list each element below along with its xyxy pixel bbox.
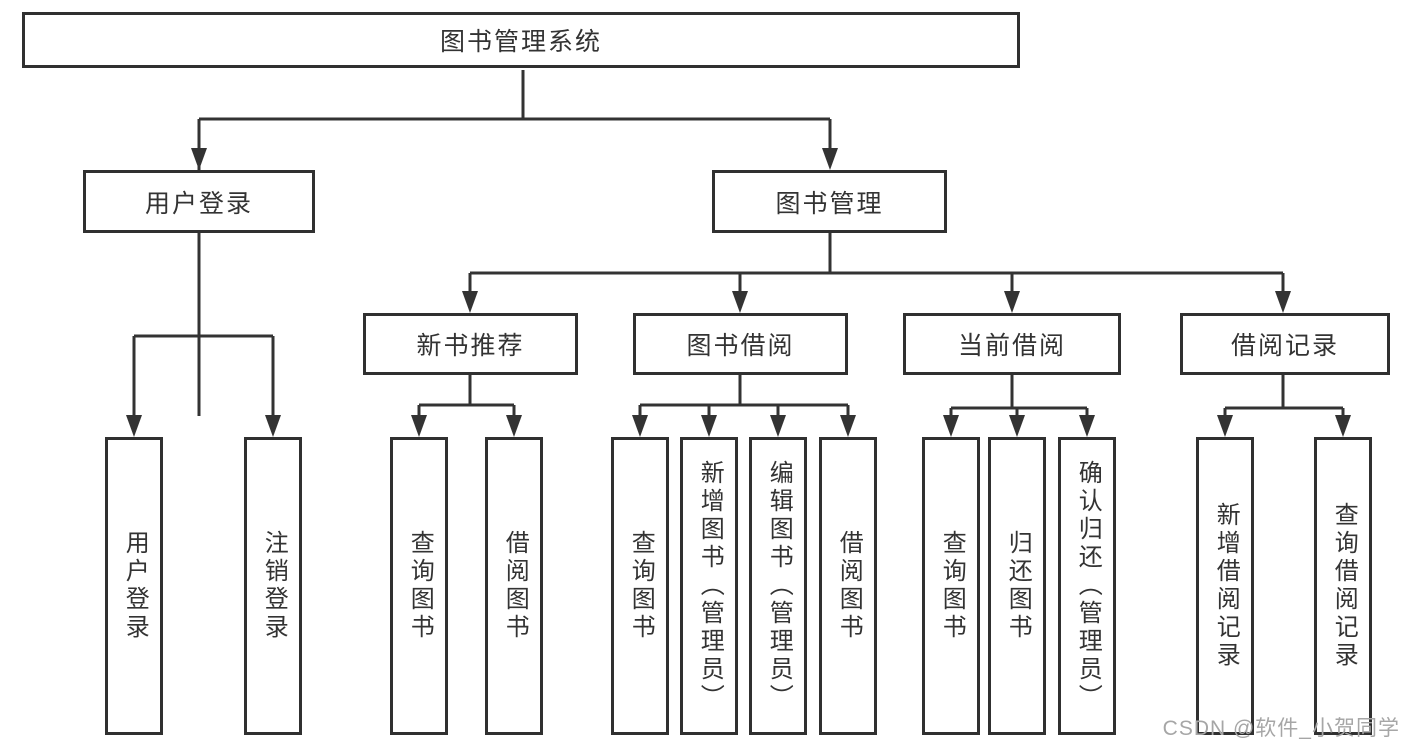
node-label: 新书推荐 [416,332,525,360]
leaf-label: 注销登录 [260,530,288,642]
node-label: 借阅记录 [1230,332,1339,360]
node-root-library-system: 图书管理系统 [22,12,1020,68]
leaf-label: 查询借阅记录 [1330,502,1358,670]
leaf-return-book: 归还图书 [988,437,1046,735]
node-user-login: 用户登录 [83,170,315,233]
leaf-label: 新增图书（管理员） [696,460,724,712]
leaf-confirm-return-admin: 确认归还（管理员） [1058,437,1116,735]
leaf-label: 查询图书 [406,530,434,642]
node-label: 当前借阅 [957,332,1066,360]
leaf-borrow-books-recommend: 借阅图书 [485,437,543,735]
leaf-query-books-recommend: 查询图书 [390,437,448,735]
node-label: 图书借阅 [686,332,795,360]
leaf-label: 借阅图书 [835,530,863,642]
leaf-borrow-books-borrowing: 借阅图书 [819,437,877,735]
leaf-user-login: 用户登录 [105,437,163,735]
leaf-label: 新增借阅记录 [1212,502,1240,670]
node-label: 用户登录 [144,189,253,218]
connector-login-to-leaves [126,233,281,437]
connector-records-to-leaves [1217,375,1351,437]
node-new-book-recommend: 新书推荐 [363,313,578,375]
node-book-management: 图书管理 [712,170,947,233]
leaf-query-books-current: 查询图书 [922,437,980,735]
leaf-add-borrow-record: 新增借阅记录 [1196,437,1254,735]
node-label: 图书管理 [775,189,884,218]
csdn-watermark: CSDN @软件_小贺同学 [1162,717,1400,740]
node-borrowing-records: 借阅记录 [1180,313,1390,375]
leaf-label: 归还图书 [1004,530,1032,642]
leaf-logout: 注销登录 [244,437,302,735]
leaf-label: 查询图书 [938,530,966,642]
leaf-add-book-admin: 新增图书（管理员） [680,437,738,735]
leaf-query-borrow-record: 查询借阅记录 [1314,437,1372,735]
leaf-edit-book-admin: 编辑图书（管理员） [749,437,807,735]
node-book-borrowing: 图书借阅 [633,313,848,375]
connector-mgmt-to-level3 [462,233,1291,313]
leaf-label: 借阅图书 [501,530,529,642]
node-label: 图书管理系统 [439,28,602,56]
node-current-borrowing: 当前借阅 [903,313,1121,375]
connector-borrow-to-leaves [632,375,856,437]
connector-current-to-leaves [943,375,1095,437]
leaf-label: 确认归还（管理员） [1074,460,1102,712]
connector-newbook-to-leaves [411,375,522,437]
leaf-label: 编辑图书（管理员） [765,460,793,712]
leaf-label: 用户登录 [121,530,149,642]
leaf-query-books-borrowing: 查询图书 [611,437,669,735]
leaf-label: 查询图书 [627,530,655,642]
